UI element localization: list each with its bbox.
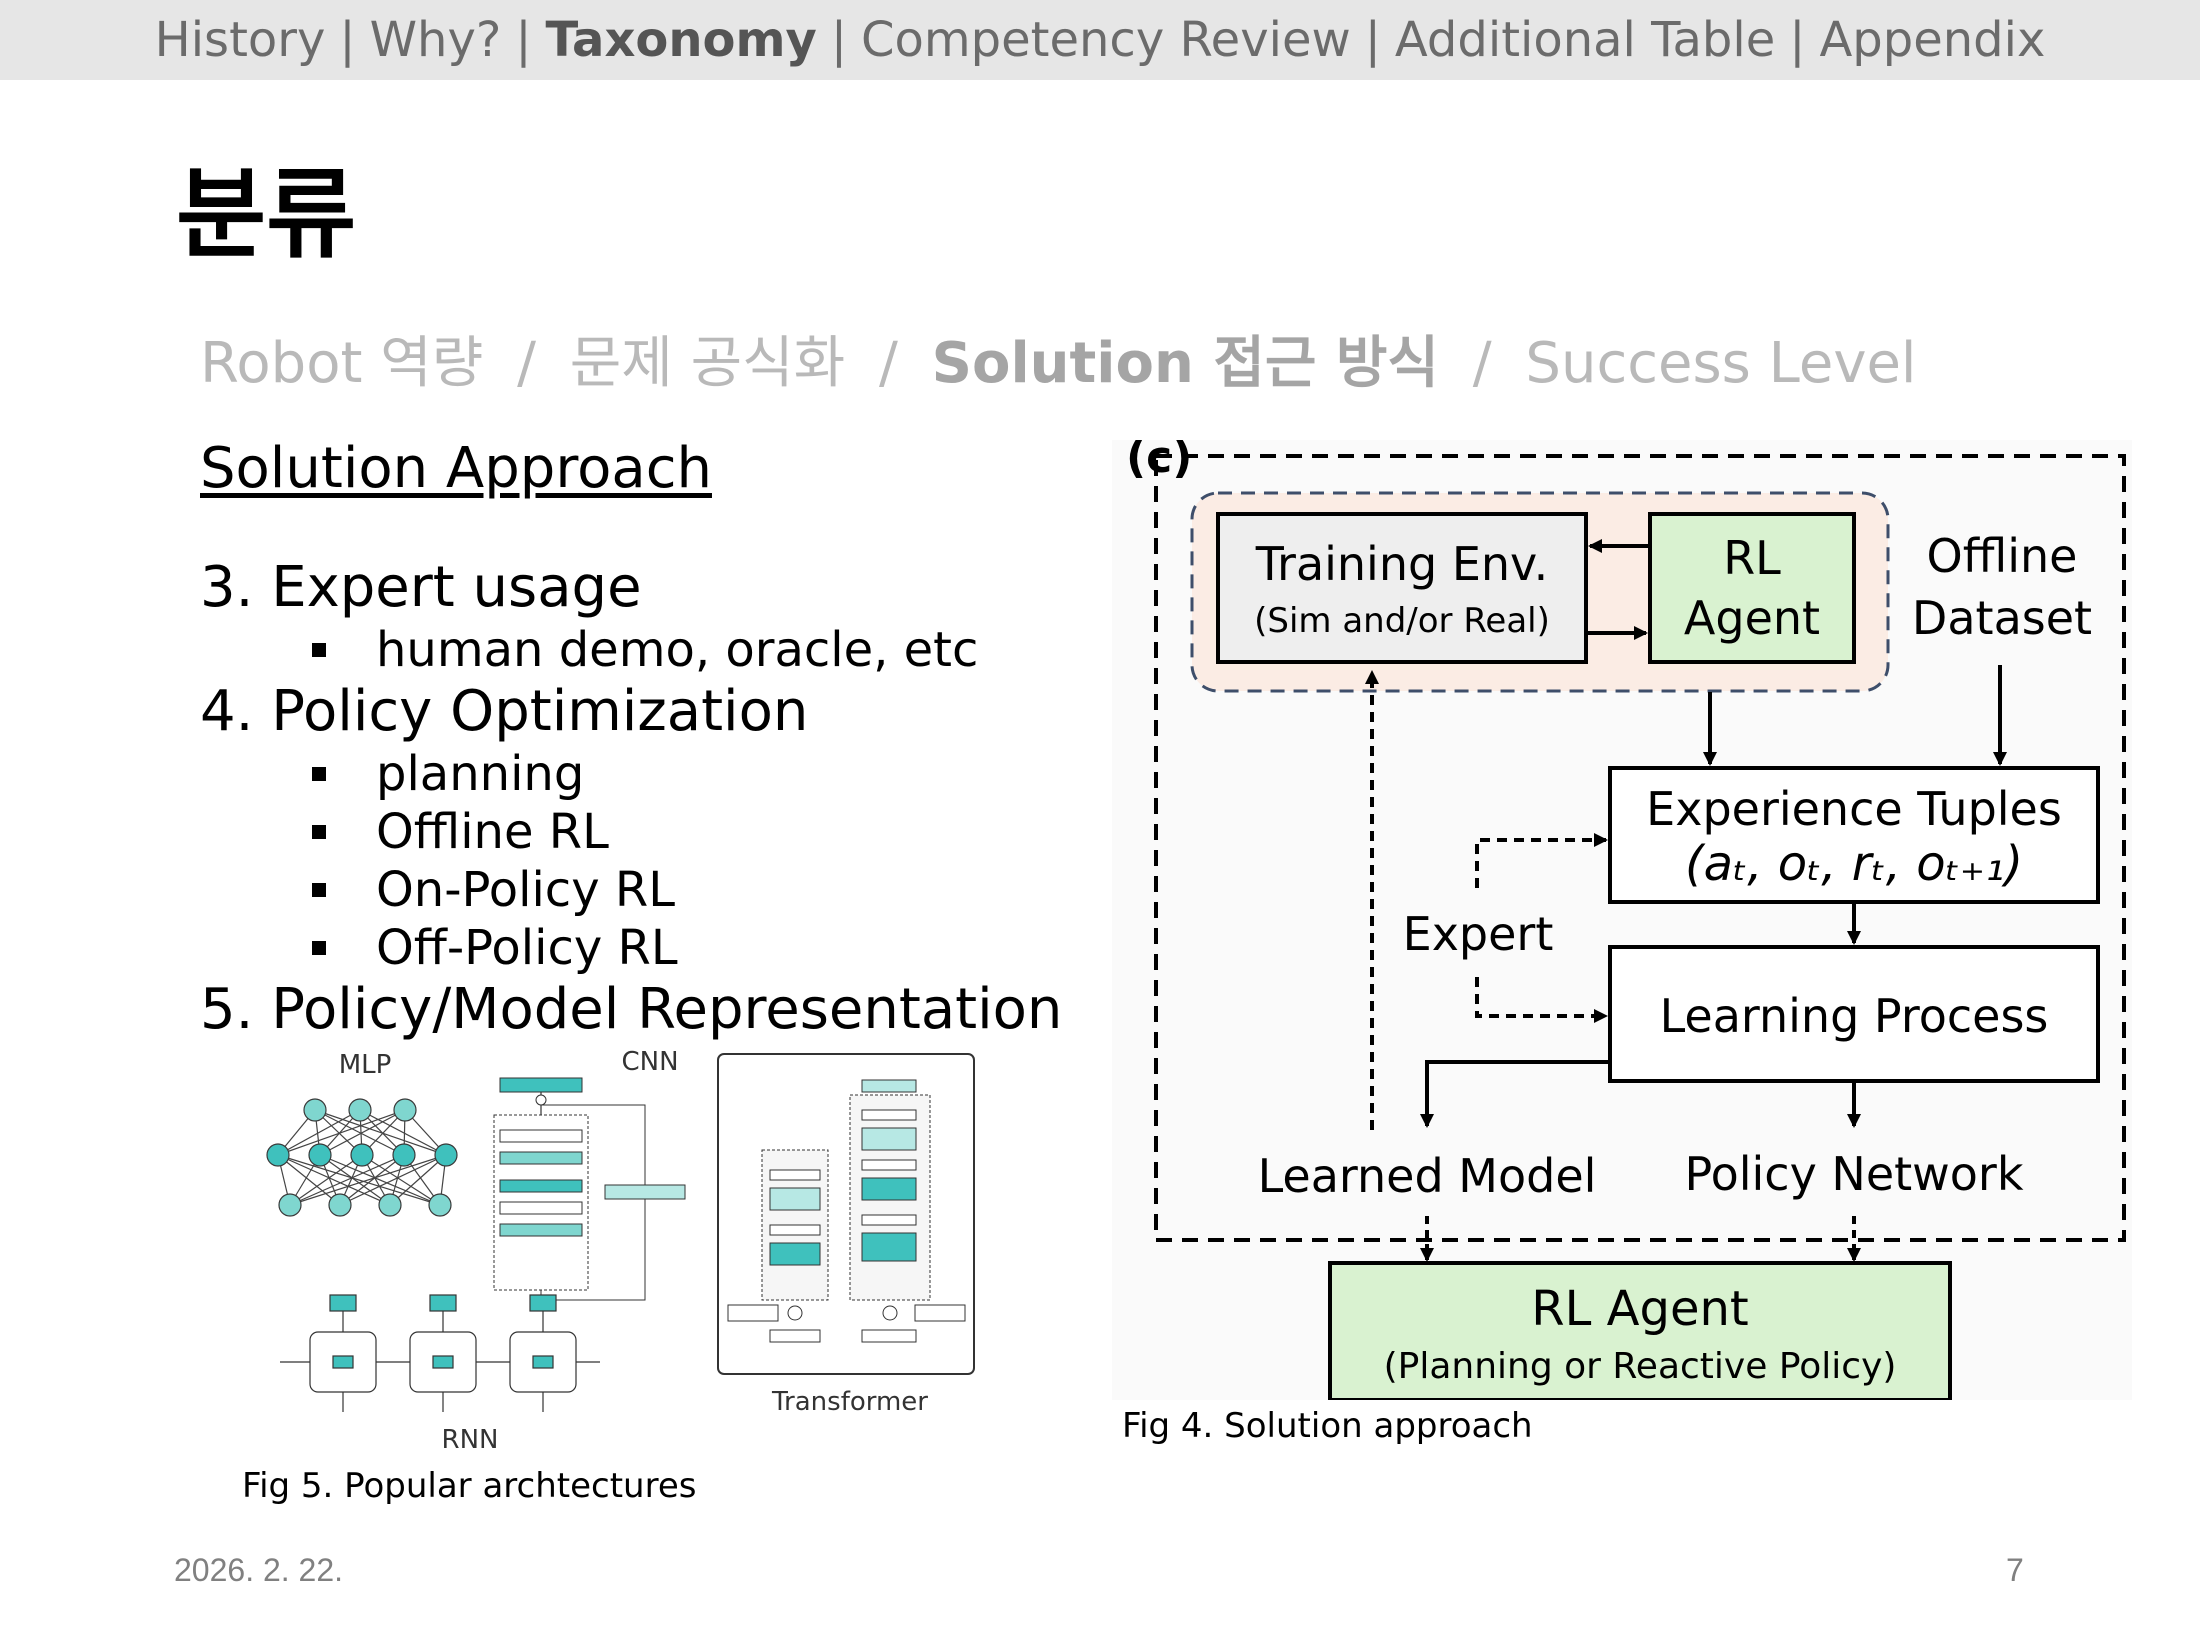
sub-navigation: Robot 역량 / 문제 공식화 / Solution 접근 방식 / Suc… <box>200 318 1916 399</box>
square-bullet-icon <box>312 825 326 839</box>
outline-subitem-text: On-Policy RL <box>376 862 675 918</box>
subnav-solution-approach[interactable]: Solution 접근 방식 <box>931 331 1439 396</box>
square-bullet-icon <box>312 941 326 955</box>
page-title: 분류 <box>176 158 357 272</box>
outline-list: 3. Expert usage human demo, oracle, etc … <box>200 555 1100 1043</box>
outline-subitem-text: Off-Policy RL <box>376 920 678 976</box>
training-env-box <box>1216 512 1588 664</box>
outline-subitem: On-Policy RL <box>200 861 1100 919</box>
top-navigation: History | Why? | Taxonomy | Competency R… <box>0 0 2200 80</box>
rl-agent-line2: Agent <box>1684 591 1820 645</box>
outline-item-policy-model-representation: 5. Policy/Model Representation <box>200 977 1063 1042</box>
outline-subitem: Off-Policy RL <box>200 919 1100 977</box>
rnn-label: RNN <box>442 1425 499 1455</box>
square-bullet-icon <box>312 767 326 781</box>
page-number: 7 <box>2006 1552 2024 1588</box>
outline-subitem: Offline RL <box>200 803 1100 861</box>
expert-label: Expert <box>1403 907 1554 961</box>
transformer-diagram <box>717 1053 975 1375</box>
nav-history[interactable]: History <box>154 12 326 68</box>
final-rl-agent-subtitle: (Planning or Reactive Policy) <box>1384 1346 1897 1387</box>
nav-taxonomy[interactable]: Taxonomy <box>545 12 817 68</box>
panel-label: (c) <box>1126 440 1192 483</box>
training-env-title: Training Env. <box>1255 537 1549 591</box>
nav-why[interactable]: Why? <box>369 12 502 68</box>
cnn-diagram <box>493 1077 686 1308</box>
figure-4-caption: Fig 4. Solution approach <box>1122 1406 1533 1446</box>
subnav-separator: / <box>517 331 536 396</box>
rl-agent-line1: RL <box>1723 531 1781 585</box>
offline-dataset-line2: Dataset <box>1912 591 2092 645</box>
mlp-label: MLP <box>339 1050 392 1080</box>
cnn-label: CNN <box>621 1047 678 1077</box>
expert-to-learning-arrow <box>1475 977 1608 1023</box>
outer-dashed-frame <box>1154 454 2126 1242</box>
learning-process-box <box>1608 945 2100 1083</box>
learning-process-label: Learning Process <box>1660 989 2049 1043</box>
square-bullet-icon <box>312 643 326 657</box>
rnn-diagram <box>280 1294 600 1412</box>
nav-appendix[interactable]: Appendix <box>1819 12 2046 68</box>
outline-subitem: human demo, oracle, etc <box>200 621 1100 679</box>
transformer-label: Transformer <box>771 1387 928 1417</box>
outline-subitem-text: human demo, oracle, etc <box>376 622 979 678</box>
final-rl-agent-title: RL Agent <box>1531 1281 1748 1337</box>
training-env-subtitle: (Sim and/or Real) <box>1254 601 1550 641</box>
learning-to-model-arrow <box>1420 1060 1610 1128</box>
nav-separator: | <box>515 12 532 68</box>
subnav-separator: / <box>878 331 898 396</box>
experience-tuples-title: Experience Tuples <box>1646 782 2062 836</box>
outline-subitem-text: planning <box>376 746 585 802</box>
outline-item-expert-usage: 3. Expert usage <box>200 555 642 620</box>
square-bullet-icon <box>312 883 326 897</box>
mlp-nodes <box>266 1098 458 1217</box>
outline-subitem: planning <box>200 745 1100 803</box>
nav-separator: | <box>1364 12 1381 68</box>
outline-subitem-text: Offline RL <box>376 804 609 860</box>
figure-5-caption: Fig 5. Popular archtectures <box>242 1466 697 1506</box>
footer-date: 2026. 2. 22. <box>174 1552 344 1588</box>
subnav-separator: / <box>1472 331 1492 396</box>
offline-dataset-line1: Offline <box>1927 529 2078 583</box>
solution-approach-diagram: (c) Training Env. (Sim and/or Real) RL A… <box>1112 440 2132 1400</box>
outline-item-policy-optimization: 4. Policy Optimization <box>200 679 809 744</box>
learned-model-label: Learned Model <box>1258 1149 1597 1203</box>
nav-separator: | <box>1789 12 1806 68</box>
nav-separator: | <box>339 12 356 68</box>
nav-competency-review[interactable]: Competency Review <box>861 12 1351 68</box>
section-heading: Solution Approach <box>200 436 712 501</box>
subnav-robot-capability[interactable]: Robot 역량 <box>200 331 484 396</box>
final-rl-agent-box <box>1328 1261 1952 1400</box>
subnav-problem-formulation[interactable]: 문제 공식화 <box>569 331 846 396</box>
architectures-figure: MLP CNN RNN Tr <box>266 1047 975 1455</box>
subnav-success-level[interactable]: Success Level <box>1525 331 1917 396</box>
rl-agent-box <box>1648 512 1856 664</box>
nav-additional-table[interactable]: Additional Table <box>1394 12 1776 68</box>
policy-network-label: Policy Network <box>1684 1147 2023 1201</box>
nav-separator: | <box>830 12 848 68</box>
experience-tuples-formula: (aₜ, oₜ, rₜ, oₜ₊₁) <box>1685 836 2023 892</box>
